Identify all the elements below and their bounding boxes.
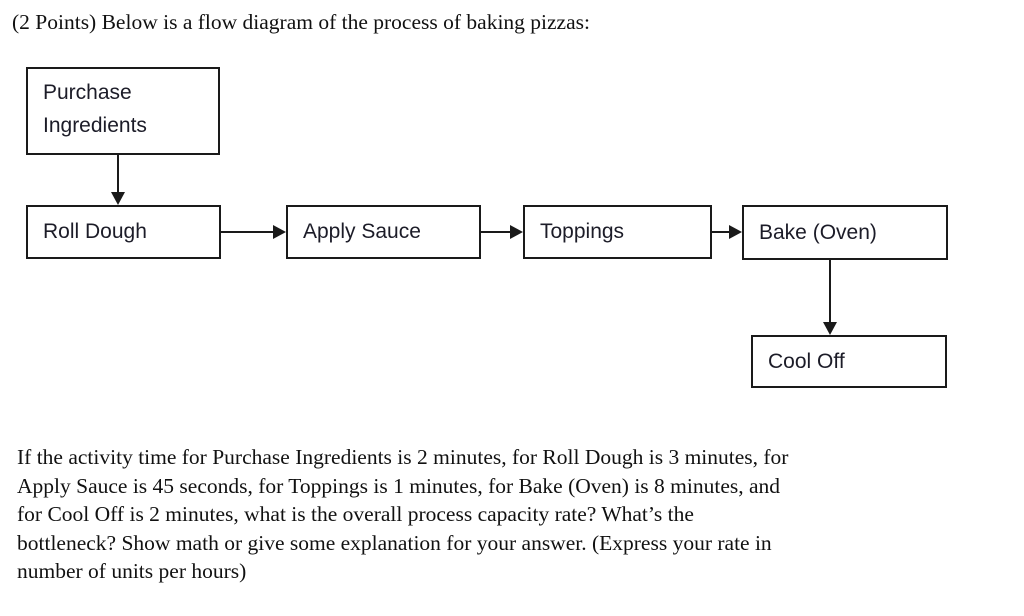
node-toppings: Toppings <box>523 205 712 259</box>
question-body-line: Apply Sauce is 45 seconds, for Toppings … <box>17 473 781 498</box>
node-label: Bake (Oven) <box>759 220 877 244</box>
node-roll-dough: Roll Dough <box>26 205 221 259</box>
question-body-line: number of units per hours) <box>17 559 247 584</box>
node-cool-off: Cool Off <box>751 335 947 388</box>
node-bake-oven: Bake (Oven) <box>742 205 948 260</box>
question-body-line: for Cool Off is 2 minutes, what is the o… <box>17 502 694 527</box>
question-body-line: bottleneck? Show math or give some expla… <box>17 530 772 555</box>
arrow-head-right-icon <box>510 225 523 239</box>
question-body-line: If the activity time for Purchase Ingred… <box>17 445 789 469</box>
node-label: Ingredients <box>43 114 147 137</box>
arrow-line <box>712 231 730 233</box>
node-label: Purchase <box>43 81 132 104</box>
arrow-head-right-icon <box>729 225 742 239</box>
node-label: Apply Sauce <box>303 220 421 243</box>
arrow-line <box>221 231 274 233</box>
node-purchase-ingredients: Purchase Ingredients <box>26 67 220 155</box>
node-label: Roll Dough <box>43 220 147 243</box>
node-apply-sauce: Apply Sauce <box>286 205 481 259</box>
arrow-line <box>481 231 511 233</box>
arrow-head-right-icon <box>273 225 286 239</box>
question-title: (2 Points) Below is a flow diagram of th… <box>12 10 590 34</box>
arrow-line <box>117 155 119 193</box>
question-body: If the activity time for Purchase Ingred… <box>17 443 1017 586</box>
arrow-head-down-icon <box>823 322 837 335</box>
node-label: Toppings <box>540 220 625 243</box>
arrow-head-down-icon <box>111 192 125 205</box>
arrow-line <box>829 260 831 323</box>
node-label: Cool Off <box>768 349 845 373</box>
